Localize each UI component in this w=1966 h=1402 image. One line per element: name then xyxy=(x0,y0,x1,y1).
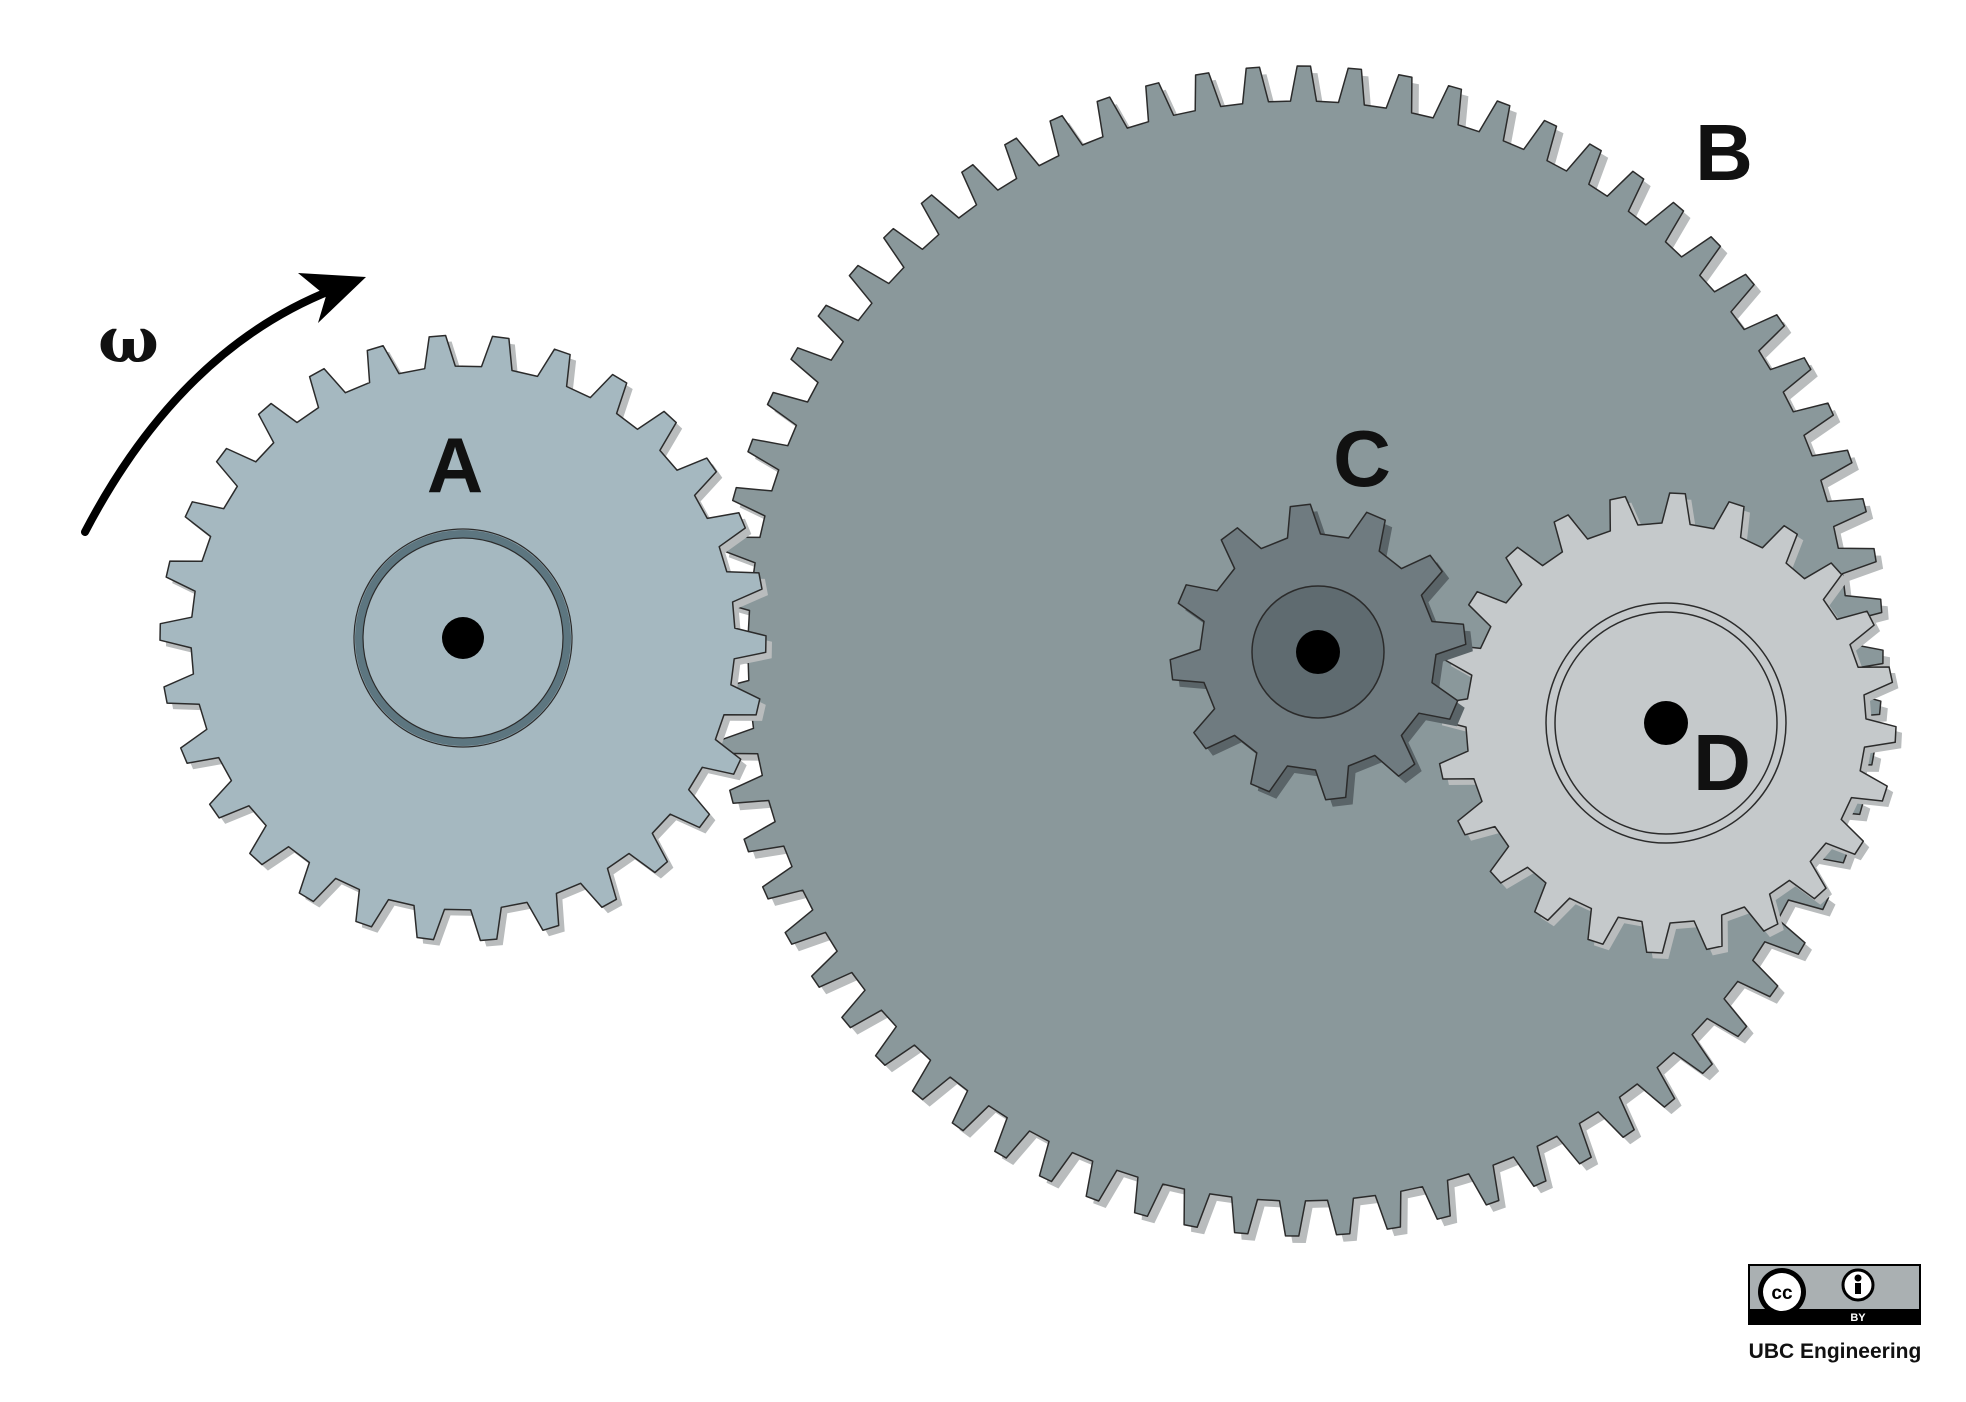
rotation-arrow xyxy=(81,273,366,536)
gear-a-label: A xyxy=(427,421,483,509)
attribution-icon-head xyxy=(1854,1274,1862,1282)
gear-c-axle xyxy=(1296,630,1340,674)
gear-a-hub-ring xyxy=(355,530,571,746)
by-label: BY xyxy=(1850,1312,1866,1324)
credit-text: UBC Engineering xyxy=(1749,1340,1922,1363)
omega-symbol: ω xyxy=(98,303,159,378)
cc-by-badge: cc BY xyxy=(1748,1264,1921,1325)
gear-d-label: D xyxy=(1693,718,1751,807)
gear-c-label: C xyxy=(1333,414,1391,503)
gear-d xyxy=(1435,492,1902,959)
cc-icon-text: cc xyxy=(1771,1283,1793,1304)
gear-d-hub-ring-outer xyxy=(1545,602,1787,844)
gear-a xyxy=(159,334,772,947)
gear-c xyxy=(1169,503,1473,807)
cc-icon xyxy=(1763,1273,1801,1311)
gear-a-hub-ring-outer xyxy=(353,528,573,748)
gear-a-hub-ring-inner xyxy=(362,537,564,739)
gear-b-label: B xyxy=(1695,108,1753,197)
gear-d-hub-ring-inner xyxy=(1554,611,1778,835)
gear-d-axle xyxy=(1644,701,1688,745)
rotation-arrow-arc xyxy=(81,286,336,536)
rotation-arrow-head xyxy=(298,273,366,323)
gear-a-axle xyxy=(442,617,484,659)
attribution-icon-body xyxy=(1855,1283,1861,1294)
